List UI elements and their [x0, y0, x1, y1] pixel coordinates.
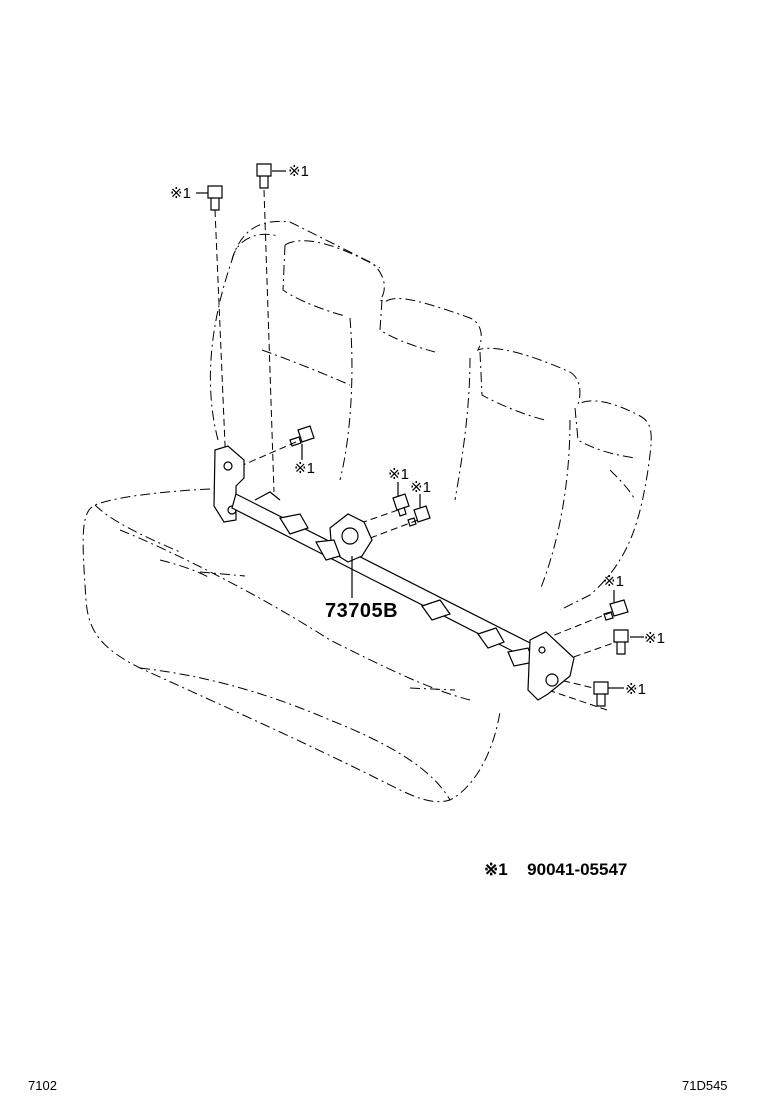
figure-code-left: 7102 — [28, 1078, 57, 1093]
seat-belt-assembly — [213, 445, 575, 701]
bolt-callout: ※1 — [388, 466, 409, 483]
legend-part-number: 90041-05547 — [527, 860, 628, 879]
bolt-icon — [289, 425, 315, 447]
bolt-icon — [392, 493, 410, 517]
bolt-callout: ※1 — [288, 163, 309, 180]
seat-cushion-outline — [82, 487, 501, 803]
legend: ※1 90041-05547 — [484, 860, 627, 880]
bolt-icon — [593, 681, 609, 707]
figure-code-right: 71D545 — [682, 1078, 728, 1093]
bolt-callout: ※1 — [170, 185, 191, 202]
seat-back-outline — [209, 220, 652, 611]
bolt-callout: ※1 — [625, 681, 646, 698]
bolt-icon — [207, 185, 223, 211]
bolt-callout: ※1 — [410, 479, 431, 496]
bolt-icon — [613, 629, 629, 655]
part-number-label: 73705B — [325, 600, 399, 622]
bolt-icon — [407, 505, 431, 527]
bolt-callout: ※1 — [294, 460, 315, 477]
legend-mark: ※1 — [484, 860, 508, 879]
bolt-icon — [603, 599, 629, 621]
bolt-guide-lines — [214, 189, 623, 711]
bolt-icon — [256, 163, 272, 189]
bolt-callout: ※1 — [644, 630, 665, 647]
bolt-callout: ※1 — [603, 573, 624, 590]
